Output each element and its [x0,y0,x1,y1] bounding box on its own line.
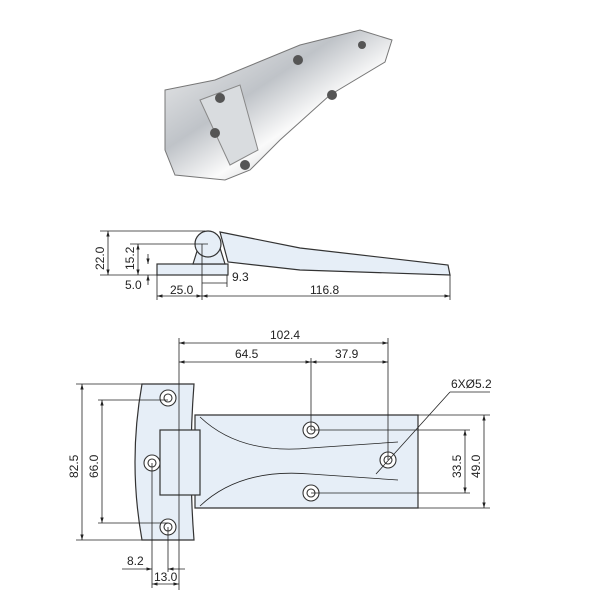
dim-64-5: 64.5 [235,347,259,361]
dim-8-2: 8.2 [127,554,144,568]
side-view: 22.0 15.2 5.0 9.3 25.0 116.8 [93,230,451,300]
dim-116-8: 116.8 [310,283,339,297]
hole-callout: 6XØ5.2 [451,377,492,391]
dim-33-5: 33.5 [450,454,464,478]
hinge-photo [164,29,393,181]
dim-102-4: 102.4 [270,328,300,342]
dim-9-3: 9.3 [232,270,249,284]
dim-82-5: 82.5 [67,454,81,478]
dim-25-0: 25.0 [170,283,194,297]
top-view: 102.4 64.5 37.9 82.5 66.0 33.5 49.0 6XØ5… [67,328,492,590]
dim-22-0: 22.0 [93,246,107,270]
dim-13-0: 13.0 [154,570,178,584]
dim-37-9: 37.9 [335,347,359,361]
dim-49-0: 49.0 [469,454,483,478]
dim-5-0: 5.0 [125,278,142,292]
dim-15-2: 15.2 [123,246,137,270]
dim-66-0: 66.0 [87,454,101,478]
